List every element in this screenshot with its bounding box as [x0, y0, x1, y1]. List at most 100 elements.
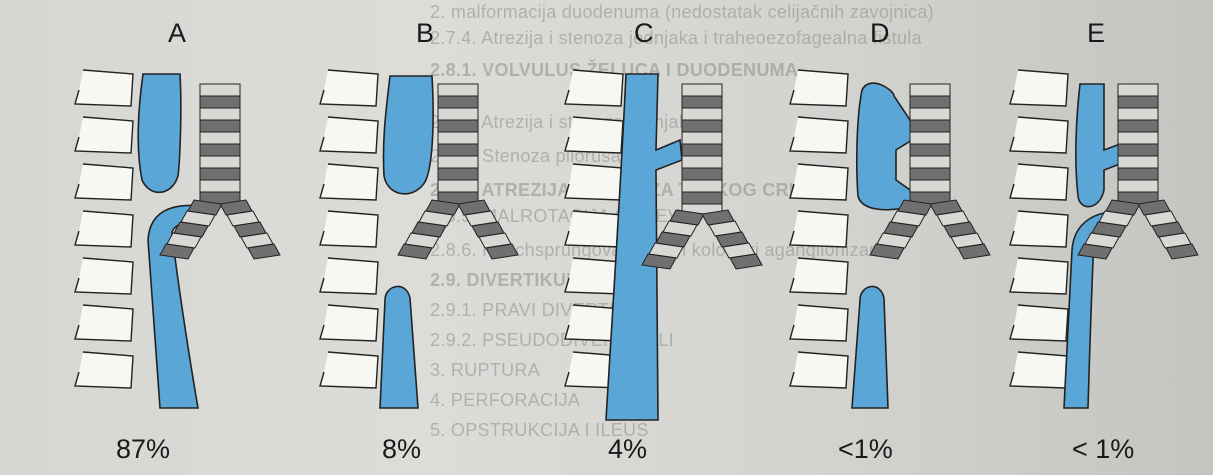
- panel-a-trachea-ring: [200, 180, 240, 192]
- panel-e-vertebra: [1010, 258, 1068, 294]
- panel-e-vertebra: [1010, 117, 1068, 153]
- panel-b-letter: B: [416, 18, 434, 49]
- panel-b-trachea-ring: [438, 168, 478, 180]
- panel-e-vertebra: [1010, 70, 1068, 106]
- panel-e-trachea-ring: [1118, 156, 1158, 168]
- panel-b-vertebra: [320, 352, 378, 388]
- panel-d-trachea-ring: [910, 180, 950, 192]
- panel-b-trachea-ring: [438, 96, 478, 108]
- panel-c-percent: 4%: [608, 434, 647, 465]
- panel-e-spine: [1010, 70, 1068, 388]
- panel-c-trachea-ring: [682, 168, 722, 180]
- panel-e-trachea-ring: [1118, 168, 1158, 180]
- panel-c-vertebra: [565, 117, 623, 153]
- panel-c-letter: C: [634, 18, 654, 49]
- panel-b-upper-esophageal-pouch: [383, 76, 433, 194]
- panel-c-trachea-ring: [682, 132, 722, 144]
- panel-a-trachea-ring: [200, 96, 240, 108]
- panel-d-vertebra: [790, 117, 848, 153]
- panel-b-vertebra: [320, 70, 378, 106]
- panel-a-trachea-ring: [200, 156, 240, 168]
- panel-b-trachea-ring: [438, 180, 478, 192]
- panel-b-trachea-ring: [438, 156, 478, 168]
- panel-c-trachea-ring: [682, 120, 722, 132]
- panel-c-trachea-ring: [682, 84, 722, 96]
- panel-c-vertebra: [565, 164, 623, 200]
- panel-e-upper-pouch-proximal-fistula: [1076, 84, 1120, 207]
- panel-e-vertebra: [1010, 352, 1068, 388]
- panel-d-vertebra: [790, 352, 848, 388]
- panel-e-trachea-ring: [1118, 132, 1158, 144]
- panel-b-vertebra: [320, 211, 378, 247]
- panel-c-vertebra: [565, 70, 623, 106]
- panel-a-trachea-ring: [200, 168, 240, 180]
- panel-d-trachea-ring: [910, 96, 950, 108]
- panel-b-percent: 8%: [382, 434, 421, 465]
- panel-d-trachea-ring: [910, 108, 950, 120]
- panel-e-vertebra: [1010, 211, 1068, 247]
- panel-e-trachea-ring: [1118, 84, 1158, 96]
- panel-b-vertebra: [320, 258, 378, 294]
- panel-a-vertebra: [75, 70, 133, 106]
- panel-a-trachea-ring: [200, 84, 240, 96]
- panel-b-trachea-ring: [438, 144, 478, 156]
- panel-e-vertebra: [1010, 164, 1068, 200]
- panel-e-trachea-ring: [1118, 180, 1158, 192]
- panel-a-vertebra: [75, 211, 133, 247]
- panel-a-vertebra: [75, 117, 133, 153]
- panel-c-trachea: [642, 84, 762, 269]
- panel-b-lower-esophageal-stump: [380, 286, 418, 408]
- panel-a-vertebra: [75, 352, 133, 388]
- panel-e-percent: < 1%: [1072, 434, 1134, 465]
- panel-d-vertebra: [790, 211, 848, 247]
- panel-b-vertebra: [320, 164, 378, 200]
- panel-d-trachea-ring: [910, 144, 950, 156]
- panel-d-letter: D: [870, 18, 890, 49]
- panel-e-trachea-ring: [1118, 96, 1158, 108]
- panel-b-spine: [320, 70, 378, 388]
- panel-a-trachea-ring: [200, 120, 240, 132]
- panel-a-trachea-ring: [200, 132, 240, 144]
- panel-d-trachea-ring: [910, 84, 950, 96]
- panel-c-trachea-ring: [682, 180, 722, 192]
- panel-d-trachea-ring: [910, 132, 950, 144]
- panel-b-trachea-ring: [438, 108, 478, 120]
- panel-e-trachea-ring: [1118, 144, 1158, 156]
- panel-e-vertebra: [1010, 305, 1068, 341]
- panel-c-trachea-ring: [682, 108, 722, 120]
- panel-b-trachea-ring: [438, 84, 478, 96]
- panel-b-vertebra: [320, 117, 378, 153]
- panel-d-lower-esophageal-segment: [852, 286, 888, 408]
- panel-c-trachea-ring: [682, 192, 722, 204]
- panel-d-upper-pouch-proximal-fistula: [857, 83, 912, 210]
- panel-e-letter: E: [1087, 18, 1105, 49]
- panel-d-percent: <1%: [838, 434, 893, 465]
- panel-b-trachea-ring: [438, 132, 478, 144]
- panel-e-trachea-ring: [1118, 120, 1158, 132]
- panel-d-vertebra: [790, 305, 848, 341]
- panel-d-vertebra: [790, 70, 848, 106]
- panel-e-trachea-ring: [1118, 108, 1158, 120]
- panel-a-vertebra: [75, 305, 133, 341]
- panel-c-trachea-ring: [682, 156, 722, 168]
- panel-c-trachea-ring: [682, 96, 722, 108]
- panel-b-trachea-ring: [438, 120, 478, 132]
- panel-a-vertebra: [75, 164, 133, 200]
- panel-c-trachea-ring: [682, 144, 722, 156]
- panel-d-trachea-ring: [910, 120, 950, 132]
- panel-d-vertebra: [790, 258, 848, 294]
- panel-b-vertebra: [320, 305, 378, 341]
- panel-a-trachea-ring: [200, 144, 240, 156]
- panel-a-letter: A: [168, 18, 186, 49]
- panel-c-vertebra: [565, 211, 623, 247]
- panel-a-percent: 87%: [116, 434, 170, 465]
- panel-a-vertebra: [75, 258, 133, 294]
- panel-d-spine: [790, 70, 848, 388]
- panel-d-trachea-ring: [910, 156, 950, 168]
- panel-a-spine: [75, 70, 133, 388]
- panel-d-trachea-ring: [910, 168, 950, 180]
- panel-a-trachea-ring: [200, 108, 240, 120]
- panel-d-vertebra: [790, 164, 848, 200]
